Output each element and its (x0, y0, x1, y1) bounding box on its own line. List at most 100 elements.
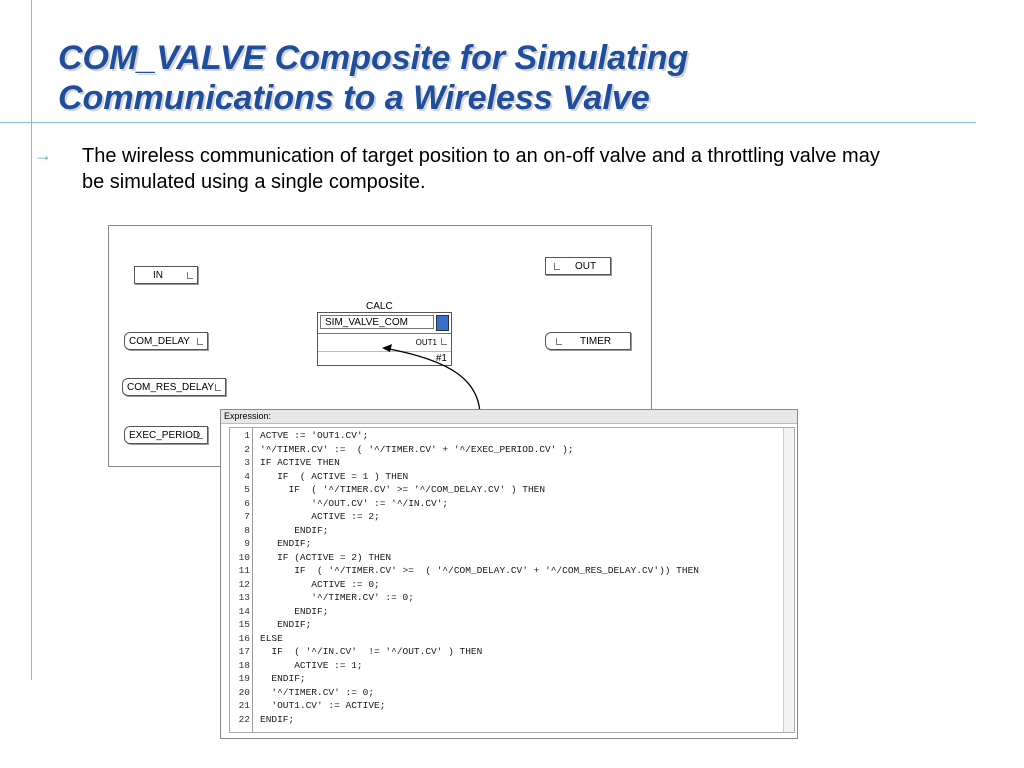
line-number: 8 (244, 524, 250, 536)
calc-block-name: SIM_VALVE_COM (320, 315, 434, 329)
code-line: 19 ENDIF; (230, 672, 794, 686)
line-number: 16 (238, 632, 250, 644)
code-line: 9 ENDIF; (230, 537, 794, 551)
output-block-out[interactable]: OUT (545, 257, 611, 275)
code-text: IF (ACTIVE = 2) THEN (260, 551, 392, 563)
code-line: 12 ACTIVE := 0; (230, 578, 794, 592)
code-line: 17 IF ( '^/IN.CV' != '^/OUT.CV' ) THEN (230, 645, 794, 659)
connector-port-icon (556, 338, 562, 345)
input-block-label: IN (153, 270, 163, 281)
calc-block[interactable]: SIM_VALVE_COM OUT1 #1 (317, 312, 452, 366)
line-number-gutter (230, 428, 253, 732)
code-line: 8 ENDIF; (230, 524, 794, 538)
line-number: 11 (238, 565, 250, 576)
code-text: '^/OUT.CV' := '^/IN.CV'; (260, 497, 449, 509)
bullet-text: The wireless communication of target pos… (82, 145, 880, 193)
line-number: 15 (238, 619, 250, 630)
calc-output-label: OUT1 (415, 338, 437, 347)
code-line: 6 '^/OUT.CV' := '^/IN.CV'; (230, 497, 794, 511)
line-number: 5 (244, 484, 250, 495)
code-text: ACTIVE := 0; (260, 578, 380, 590)
code-text: ACTIVE := 2; (260, 511, 380, 522)
code-line: 13 '^/TIMER.CV' := 0; (230, 591, 794, 605)
code-line: 3 IF ACTIVE THEN (230, 456, 794, 470)
output-block-label: OUT (575, 261, 597, 272)
code-line: 15 ENDIF; (230, 618, 794, 632)
code-line: 20 '^/TIMER.CV' := 0; (230, 686, 794, 700)
vertical-scrollbar[interactable] (783, 428, 794, 732)
code-line: 21 'OUT1.CV' := ACTIVE; (230, 699, 794, 713)
connector-port-icon (197, 338, 203, 345)
code-text: ENDIF; (260, 673, 306, 684)
code-text: '^/TIMER.CV' := 0; (260, 686, 375, 698)
code-line: 5 IF ( '^/TIMER.CV' >= '^/COM_DELAY.CV' … (230, 483, 794, 497)
line-number: 20 (238, 686, 250, 698)
code-line: 1 ACTVE := 'OUT1.CV'; (230, 429, 794, 443)
connector-port-icon (197, 432, 203, 439)
title-underline (0, 122, 976, 123)
connector-port-icon (441, 338, 447, 345)
code-text: IF ( '^/TIMER.CV' >= '^/COM_DELAY.CV' ) … (260, 484, 546, 495)
calc-document-icon (436, 315, 449, 331)
calc-execution-order: #1 (435, 353, 447, 364)
bullet-arrow-icon: → (34, 145, 52, 165)
code-text: ENDIF; (260, 524, 329, 536)
input-block-label: COM_DELAY (129, 336, 190, 347)
line-number: 7 (244, 511, 250, 522)
input-block-label: COM_RES_DELAY (127, 382, 215, 393)
code-text: ENDIF; (260, 605, 329, 617)
code-text: '^/TIMER.CV' := 0; (260, 592, 414, 603)
divider (318, 351, 451, 352)
code-line: 2 '^/TIMER.CV' := ( '^/TIMER.CV' + '^/EXE… (230, 443, 794, 457)
input-block-in[interactable]: IN (134, 266, 198, 284)
line-number: 21 (238, 700, 250, 711)
divider (318, 333, 451, 334)
code-text: ENDIF; (260, 619, 312, 630)
vertical-accent-line (31, 0, 32, 680)
code-text: ACTIVE := 1; (260, 659, 363, 671)
output-block-timer[interactable]: TIMER (545, 332, 631, 350)
line-number: 1 (244, 430, 250, 441)
line-number: 13 (238, 592, 250, 603)
code-line: 4 IF ( ACTIVE = 1 ) THEN (230, 470, 794, 484)
line-number: 4 (244, 470, 250, 482)
code-text: ACTVE := 'OUT1.CV'; (260, 430, 369, 441)
connector-port-icon (187, 272, 193, 279)
code-text: 'OUT1.CV' := ACTIVE; (260, 700, 386, 711)
slide-title-line-2: Communications to a Wireless Valve (58, 79, 650, 117)
input-block-exec-period[interactable]: EXEC_PERIOD (124, 426, 208, 444)
line-number: 10 (238, 551, 250, 563)
input-block-com-delay[interactable]: COM_DELAY (124, 332, 208, 350)
line-number: 6 (244, 497, 250, 509)
code-text: ENDIF; (260, 713, 295, 725)
slide-title-line-1: COM_VALVE Composite for Simulating (58, 39, 689, 77)
line-number: 3 (244, 457, 250, 468)
code-text: '^/TIMER.CV' := ( '^/TIMER.CV' + '^/EXEC… (260, 443, 574, 455)
line-number: 18 (238, 659, 250, 671)
code-line: 10 IF (ACTIVE = 2) THEN (230, 551, 794, 565)
code-text: IF ( ACTIVE = 1 ) THEN (260, 470, 409, 482)
line-number: 12 (238, 578, 250, 590)
code-text: ENDIF; (260, 538, 312, 549)
slide-title: COM_VALVE Composite for Simulating Commu… (58, 38, 958, 118)
expression-header: Expression: (221, 410, 797, 424)
code-line: 18 ACTIVE := 1; (230, 659, 794, 673)
code-text: IF ACTIVE THEN (260, 457, 340, 468)
code-lines: 1 ACTVE := 'OUT1.CV'; 2 '^/TIMER.CV' := ( '… (230, 429, 794, 726)
line-number: 14 (238, 605, 250, 617)
line-number: 9 (244, 538, 250, 549)
line-number: 2 (244, 443, 250, 455)
code-line: 11 IF ( '^/TIMER.CV' >= ( '^/COM_DELAY.C… (230, 564, 794, 578)
output-block-label: TIMER (580, 336, 612, 347)
input-block-com-res-delay[interactable]: COM_RES_DELAY (122, 378, 226, 396)
line-number: 22 (238, 713, 250, 725)
code-line: 22 ENDIF; (230, 713, 794, 727)
line-number: 17 (238, 646, 250, 657)
input-block-label: EXEC_PERIOD (129, 430, 201, 441)
code-text: IF ( '^/TIMER.CV' >= ( '^/COM_DELAY.CV' … (260, 565, 699, 576)
line-number: 19 (238, 673, 250, 684)
callout-arrow (382, 344, 481, 421)
code-editor[interactable]: 1 ACTVE := 'OUT1.CV'; 2 '^/TIMER.CV' := ( '… (229, 427, 795, 733)
code-text: IF ( '^/IN.CV' != '^/OUT.CV' ) THEN (260, 646, 483, 657)
